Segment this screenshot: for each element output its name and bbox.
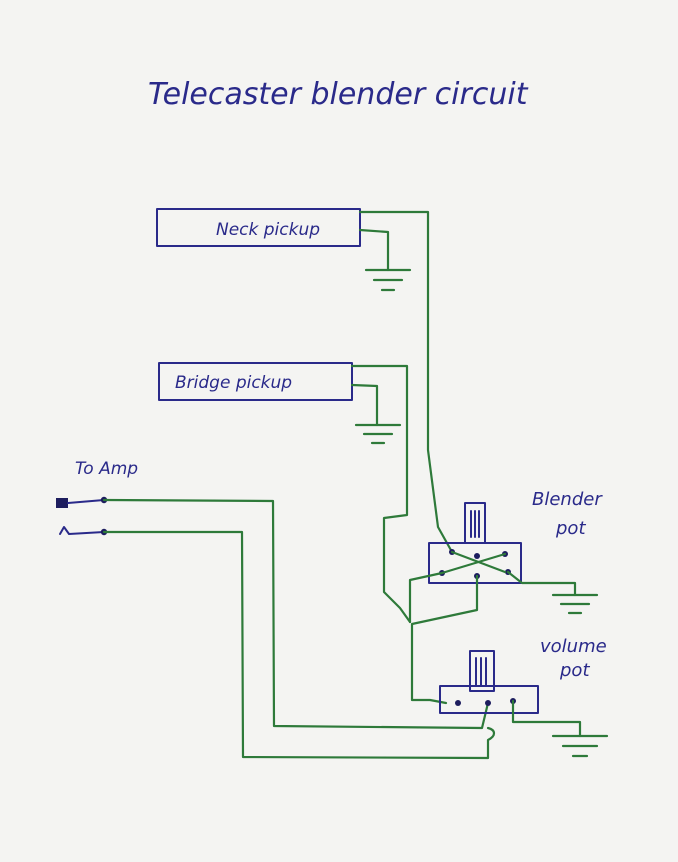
- bridge-pickup: Bridge pickup: [158, 362, 353, 401]
- output-label: To Amp: [75, 459, 138, 479]
- bridge-pickup-body: [158, 362, 353, 401]
- blender-ground-wire: [506, 570, 577, 597]
- neck-ground-wire: [358, 228, 390, 272]
- output-hot-wire: [102, 498, 490, 730]
- blender-ground-symbol: [551, 593, 599, 615]
- jack-tip-symbol: [56, 498, 68, 508]
- volume-lug-2: [485, 700, 491, 706]
- volume-lug-1: [455, 700, 461, 706]
- blender-cross-wire-2: [440, 552, 507, 575]
- neck-ground-symbol: [364, 268, 412, 292]
- bridge-ground-wire: [350, 383, 379, 427]
- bridge-pickup-label: Bridge pickup: [175, 373, 292, 393]
- blender-pot: [428, 502, 522, 584]
- output-jack: [56, 496, 108, 536]
- jack-tip-lead: [67, 499, 105, 504]
- blender-output-wire: [410, 574, 479, 705]
- neck-hot-wire: [358, 210, 454, 554]
- bridge-hot-wire: [350, 364, 412, 624]
- output-ground-wire: [102, 530, 496, 760]
- jack-sleeve-lead: [59, 526, 105, 535]
- blender-pot-body: [428, 542, 522, 584]
- diagram-title: Telecaster blender circuit: [148, 77, 529, 112]
- neck-pickup-label: Neck pickup: [216, 220, 320, 240]
- blender-pot-label-line2: pot: [555, 518, 586, 539]
- volume-ground-wire: [511, 699, 582, 738]
- neck-pickup-body: [156, 208, 361, 247]
- volume-pot-body: [439, 685, 539, 714]
- blender-pot-label-line1: Blender: [532, 489, 603, 510]
- volume-pot: [439, 650, 539, 714]
- neck-pickup: Neck pickup: [156, 208, 361, 247]
- volume-pot-label-line2: pot: [559, 660, 590, 681]
- volume-pot-shaft: [469, 650, 495, 692]
- volume-pot-label-line1: volume: [540, 636, 607, 657]
- blender-left-lead: [408, 571, 444, 624]
- bridge-ground-symbol: [354, 423, 402, 445]
- volume-ground-symbol: [551, 734, 609, 758]
- blender-lug-2: [474, 553, 480, 559]
